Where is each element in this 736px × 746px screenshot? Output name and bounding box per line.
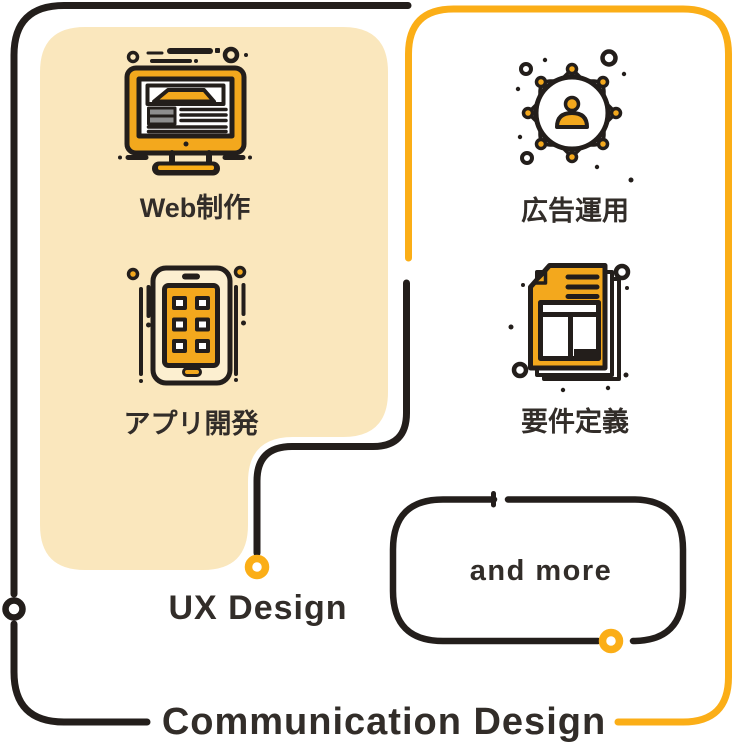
label-requirements-definition: 要件定義	[521, 407, 629, 437]
screen-image-shape	[152, 88, 216, 104]
deco-ring	[519, 62, 533, 76]
deco-ring	[520, 151, 534, 165]
deco-dot	[126, 267, 140, 281]
person-body	[555, 111, 589, 129]
more-node-ring	[598, 628, 624, 654]
person-head	[563, 95, 581, 113]
network-people-icon	[515, 49, 634, 183]
yellow-frame-path	[405, 5, 732, 726]
label-ux-design: UX Design	[168, 589, 348, 627]
deco-ring	[511, 361, 529, 379]
label-communication-design: Communication Design	[161, 701, 607, 743]
label-app-development: アプリ開発	[123, 409, 259, 439]
page-fold	[532, 269, 548, 285]
requirements-document-icon	[508, 263, 631, 393]
smartphone-icon	[126, 265, 247, 386]
left-node-ring	[2, 597, 26, 621]
ux-connector-path	[253, 279, 410, 557]
deco-dot	[233, 265, 247, 279]
app-grid	[172, 296, 210, 353]
black-frame-path	[10, 2, 412, 726]
desktop-monitor-icon	[118, 46, 252, 176]
deco-ring	[126, 50, 140, 64]
deco-ring	[613, 263, 631, 281]
label-ad-operation: 広告運用	[521, 196, 629, 226]
network-nodes	[521, 62, 623, 164]
label-and-more: and more	[469, 555, 613, 587]
ux-node-ring	[244, 554, 270, 580]
and-more-outline	[389, 491, 687, 645]
deco-ring	[222, 46, 240, 64]
home-button	[182, 367, 202, 377]
deco-ring	[600, 49, 618, 67]
label-web-production: Web制作	[139, 193, 251, 223]
